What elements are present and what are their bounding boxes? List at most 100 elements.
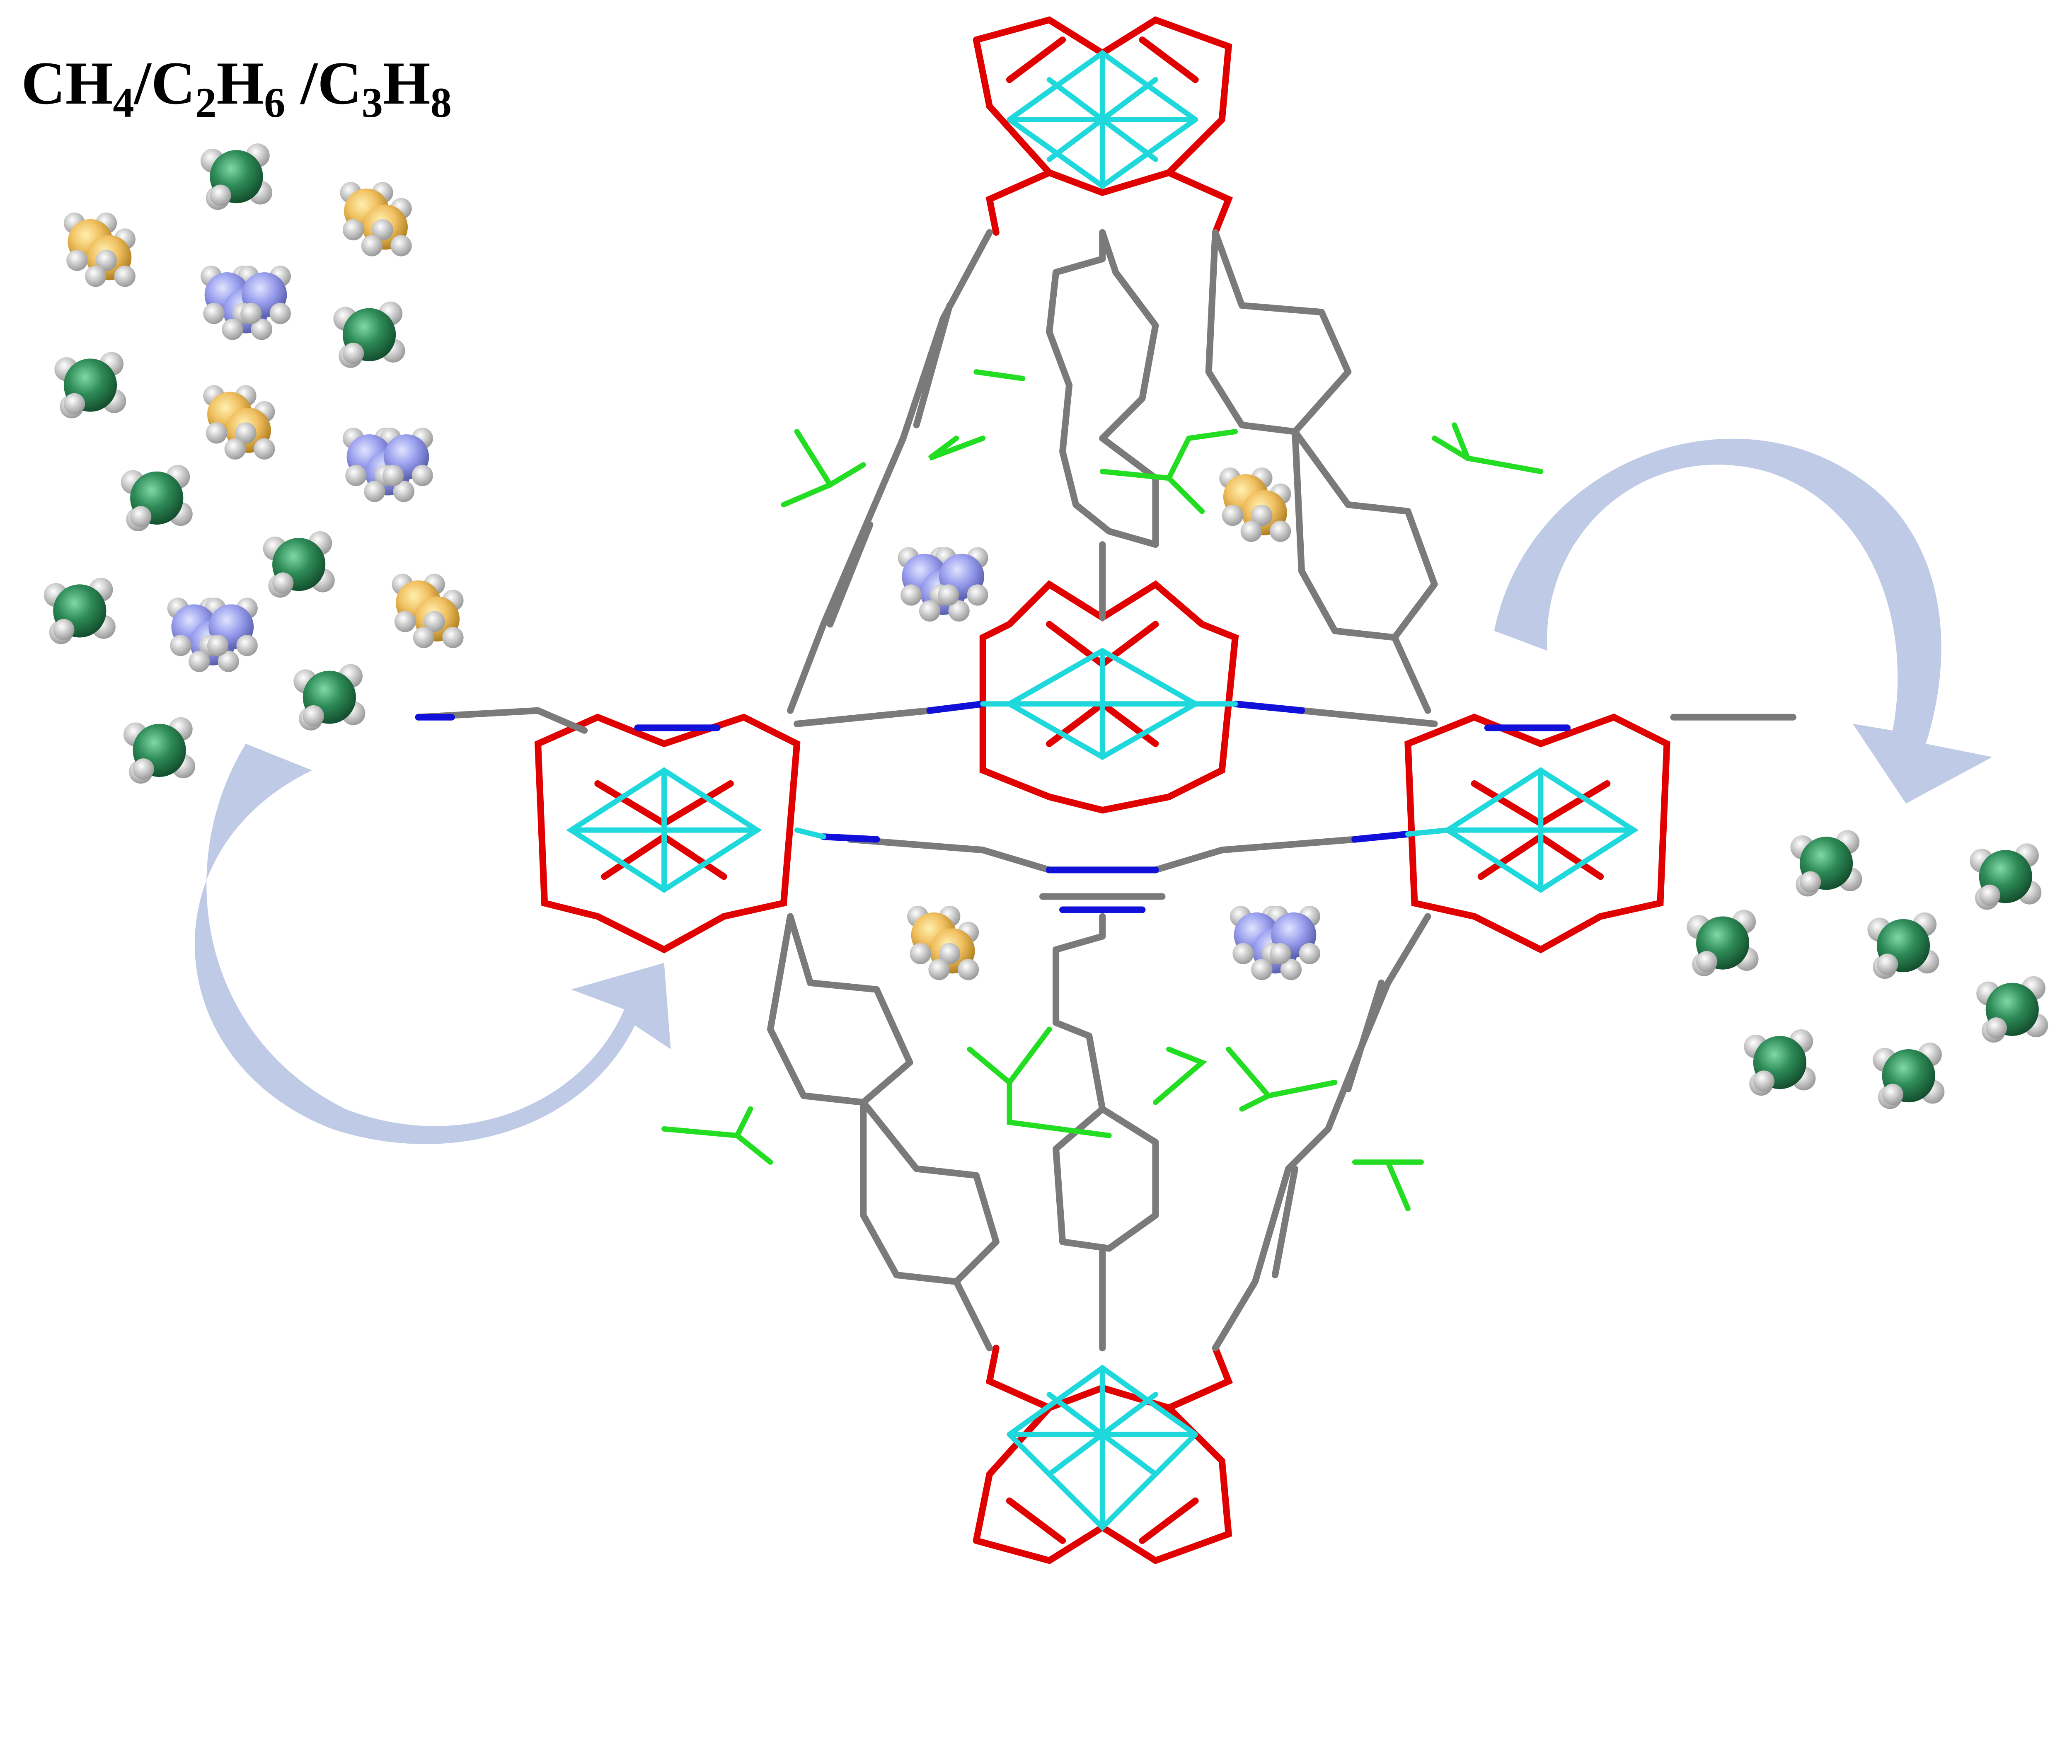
mof-framework bbox=[415, 16, 1796, 1564]
propane-molecule bbox=[1230, 905, 1320, 980]
hydrogen-atom bbox=[53, 619, 75, 640]
propane-molecule bbox=[342, 428, 433, 502]
curved-arrow-right bbox=[1494, 438, 1992, 804]
hydrogen-atom bbox=[1222, 504, 1243, 526]
methane-molecule bbox=[1687, 910, 1759, 976]
ethane-molecule bbox=[392, 573, 464, 648]
hydrogen-atom bbox=[218, 651, 239, 672]
mof-gas-separation-diagram: CH4/C2H6 /C3H8 bbox=[21, 16, 2048, 1564]
hydrogen-atom bbox=[382, 465, 404, 486]
hydrogen-atom bbox=[240, 302, 262, 324]
metal-cluster-left bbox=[534, 714, 801, 953]
gas-mixture-title: CH4/C2H6 /C3H8 bbox=[21, 49, 452, 126]
hydrogen-atom bbox=[937, 584, 959, 606]
ethane-molecule bbox=[340, 182, 412, 256]
methane-molecule bbox=[54, 352, 126, 419]
hydrogen-atom bbox=[272, 572, 294, 594]
hydrogen-atom bbox=[390, 235, 412, 256]
hydrogen-atom bbox=[130, 506, 152, 528]
hydrogen-atom bbox=[424, 611, 445, 632]
methane-molecule bbox=[293, 664, 366, 731]
methane-molecule bbox=[1873, 1043, 1945, 1109]
hydrogen-atom bbox=[957, 959, 979, 980]
hydrogen-atom bbox=[206, 422, 228, 444]
methane-molecule bbox=[1867, 912, 1939, 979]
hydrogen-atom bbox=[900, 584, 922, 606]
hydrogen-atom bbox=[394, 611, 416, 632]
methane-molecule bbox=[200, 143, 273, 210]
hydrogen-atom bbox=[967, 584, 988, 606]
hydrogen-atom bbox=[411, 465, 433, 486]
hydrogen-atom bbox=[170, 635, 191, 656]
hydrogen-atom bbox=[413, 627, 435, 648]
lower-linker-arms bbox=[661, 913, 1431, 1352]
methane-molecule bbox=[1976, 976, 2048, 1043]
hydrogen-atom bbox=[1753, 1070, 1775, 1092]
diagram-canvas: CH4/C2H6 /C3H8 bbox=[21, 16, 2048, 1564]
hydrogen-atom bbox=[342, 342, 364, 364]
metal-cluster-top bbox=[973, 16, 1233, 236]
hydrogen-atom bbox=[361, 235, 383, 256]
hydrogen-atom bbox=[1299, 943, 1320, 964]
hydrogen-atom bbox=[1882, 1084, 1903, 1105]
upper-linker-arms bbox=[781, 229, 1544, 714]
hydrogen-atom bbox=[207, 635, 229, 656]
hydrogen-atom bbox=[189, 651, 210, 672]
hydrogen-atom bbox=[939, 943, 961, 964]
methane-molecule bbox=[121, 465, 193, 532]
hydrogen-atom bbox=[114, 266, 136, 287]
propane-molecule bbox=[167, 598, 258, 672]
horizontal-linkers bbox=[415, 700, 1796, 913]
curved-arrow-left bbox=[195, 743, 671, 1145]
hydrogen-atom bbox=[251, 319, 273, 340]
hydrogen-atom bbox=[342, 219, 364, 241]
methane-molecule bbox=[1970, 843, 2042, 910]
hydrogen-atom bbox=[1251, 504, 1273, 526]
gas-molecules bbox=[44, 143, 2048, 1109]
methane-molecule bbox=[44, 578, 116, 644]
hydrogen-atom bbox=[372, 219, 393, 241]
hydrogen-atom bbox=[303, 705, 324, 727]
hydrogen-atom bbox=[1270, 943, 1291, 964]
hydrogen-atom bbox=[928, 959, 950, 980]
hydrogen-atom bbox=[236, 635, 258, 656]
hydrogen-atom bbox=[1232, 943, 1254, 964]
hydrogen-atom bbox=[442, 627, 464, 648]
methane-molecule bbox=[263, 531, 335, 598]
hydrogen-atom bbox=[1280, 959, 1302, 980]
ethane-molecule bbox=[1219, 467, 1291, 542]
ethane-molecule bbox=[203, 385, 275, 460]
hydrogen-atom bbox=[133, 758, 154, 780]
hydrogen-atom bbox=[919, 600, 941, 622]
hydrogen-atom bbox=[1240, 520, 1262, 542]
hydrogen-atom bbox=[1979, 884, 2000, 906]
hydrogen-atom bbox=[1799, 871, 1821, 893]
methane-molecule bbox=[333, 301, 405, 368]
hydrogen-atom bbox=[222, 319, 243, 340]
hydrogen-atom bbox=[66, 249, 88, 271]
metal-cluster-right bbox=[1404, 714, 1670, 953]
hydrogen-atom bbox=[269, 302, 291, 324]
hydrogen-atom bbox=[1270, 520, 1291, 542]
hydrogen-atom bbox=[1876, 953, 1898, 975]
methane-molecule bbox=[1790, 830, 1862, 897]
hydrogen-atom bbox=[1985, 1017, 2007, 1039]
hydrogen-atom bbox=[235, 422, 257, 444]
propane-molecule bbox=[898, 547, 988, 622]
hydrogen-atom bbox=[85, 266, 107, 287]
metal-cluster-bottom bbox=[973, 1345, 1233, 1564]
methane-molecule bbox=[1744, 1029, 1816, 1096]
hydrogen-atom bbox=[910, 943, 931, 964]
hydrogen-atom bbox=[345, 465, 367, 486]
hydrogen-atom bbox=[1251, 959, 1273, 980]
hydrogen-atom bbox=[203, 302, 225, 324]
methane-molecule bbox=[123, 717, 196, 784]
hydrogen-atom bbox=[393, 481, 415, 502]
hydrogen-atom bbox=[254, 438, 275, 460]
hydrogen-atom bbox=[364, 481, 385, 502]
hydrogen-atom bbox=[210, 184, 231, 206]
hydrogen-atom bbox=[63, 393, 85, 414]
ethane-molecule bbox=[63, 212, 136, 287]
hydrogen-atom bbox=[224, 438, 246, 460]
metal-cluster-center bbox=[979, 580, 1239, 814]
